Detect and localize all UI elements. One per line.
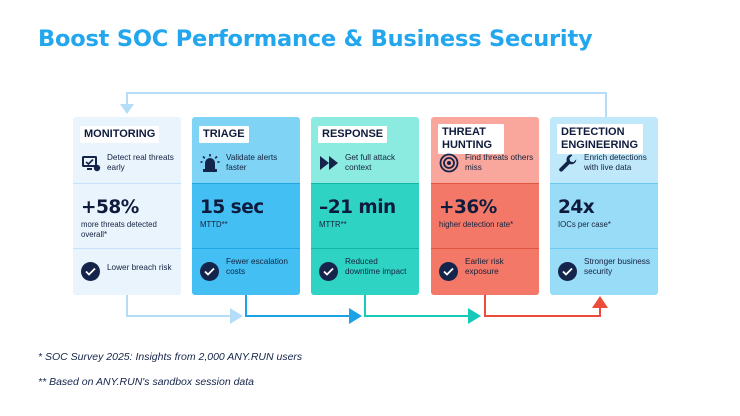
stage-card-response: RESPONSE Get full attack context –21 min… xyxy=(311,117,419,295)
stage-metric-sub: more threats detected overall* xyxy=(81,220,157,239)
fast-forward-icon xyxy=(320,156,338,170)
stage-card-detection-engineering: DETECTION ENGINEERING Enrich detections … xyxy=(550,117,658,295)
arrow-res-thr xyxy=(364,295,470,317)
stage-header-text: Find threats others miss xyxy=(465,153,534,172)
stage-footer-text: Fewer escalation costs xyxy=(226,257,288,276)
stage-footer-text: Stronger business security xyxy=(584,257,650,276)
stage-metric-sub: MTTR** xyxy=(319,220,347,229)
stage-card-threat-hunting: THREAT HUNTING Find threats others miss … xyxy=(431,117,539,295)
stage-metric: +36% xyxy=(439,197,497,218)
footnote-survey: * SOC Survey 2025: Insights from 2,000 A… xyxy=(38,351,303,363)
stage-header-text: Get full attack context xyxy=(345,153,396,172)
stage-metric-sub: MTTD** xyxy=(200,220,228,229)
stage-card-triage: TRIAGE Validate alerts faster 15 sec MTT… xyxy=(192,117,300,295)
stage-footer-text: Earlier risk exposure xyxy=(465,257,504,276)
alert-light-icon xyxy=(200,154,220,172)
check-icon xyxy=(439,262,458,281)
stage-header-text: Validate alerts faster xyxy=(226,153,278,172)
stage-label: THREAT HUNTING xyxy=(438,124,504,154)
stage-metric: 15 sec xyxy=(200,197,264,218)
stage-header-text: Enrich detections with live data xyxy=(584,153,647,172)
stage-metric-sub: IOCs per case* xyxy=(558,220,611,229)
stage-metric: –21 min xyxy=(319,197,396,218)
arrow-mon-tri xyxy=(126,295,232,317)
stage-header-text: Detect real threats early xyxy=(107,153,174,172)
stage-metric-sub: higher detection rate* xyxy=(439,220,514,229)
arrow-mon-tri-head xyxy=(230,308,243,324)
arrow-res-thr-head xyxy=(468,308,481,324)
wrench-icon xyxy=(559,154,577,172)
stage-label: DETECTION ENGINEERING xyxy=(557,124,643,154)
stage-metric: +58% xyxy=(81,197,139,218)
stage-label: RESPONSE xyxy=(318,126,388,143)
arrow-thr-det xyxy=(484,295,601,317)
check-icon xyxy=(81,262,100,281)
arrow-thr-det-head xyxy=(592,296,608,308)
monitor-check-icon xyxy=(82,156,101,172)
stage-card-monitoring: MONITORING Detect real threats early +58… xyxy=(73,117,181,295)
target-icon xyxy=(439,153,459,173)
check-icon xyxy=(200,262,219,281)
footnote-sandbox: ** Based on ANY.RUN's sandbox session da… xyxy=(38,376,255,388)
stage-metric: 24x xyxy=(558,197,595,218)
loop-arrow-head xyxy=(120,104,134,114)
arrow-tri-res xyxy=(245,295,351,317)
stage-label: MONITORING xyxy=(80,126,160,143)
check-icon xyxy=(558,262,577,281)
check-icon xyxy=(319,262,338,281)
loop-arrow xyxy=(126,92,607,117)
stage-footer-text: Reduced downtime impact xyxy=(345,257,407,276)
stage-label: TRIAGE xyxy=(199,126,249,143)
arrow-tri-res-head xyxy=(349,308,362,324)
page-title: Boost SOC Performance & Business Securit… xyxy=(38,26,593,52)
stage-footer-text: Lower breach risk xyxy=(107,263,172,272)
